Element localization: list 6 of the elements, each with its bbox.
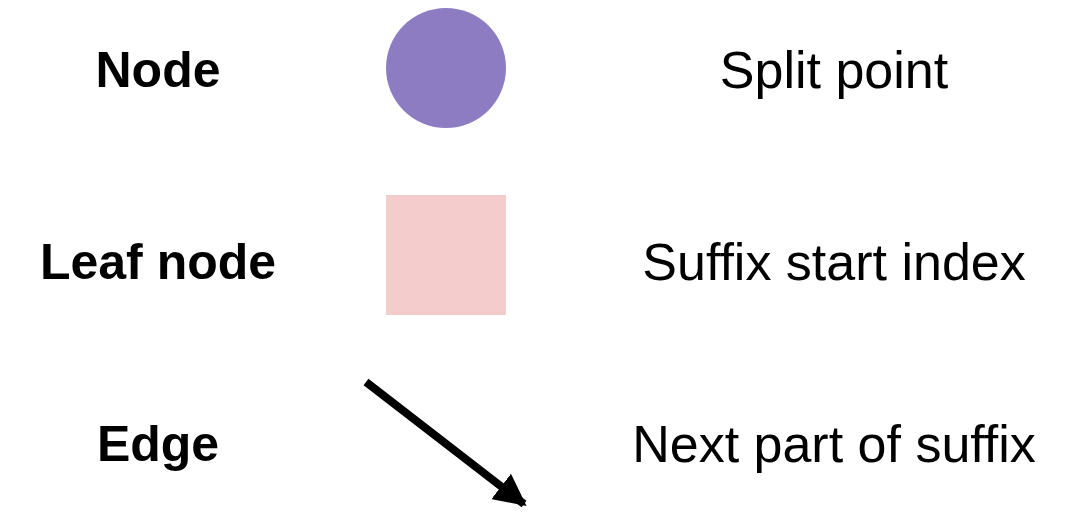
legend-label: Split point — [719, 40, 949, 100]
legend-heading: Leaf node — [39, 233, 277, 291]
legend-heading: Edge — [96, 415, 220, 473]
legend-label: Suffix start index — [642, 232, 1026, 292]
legend-label: Next part of suffix — [632, 414, 1036, 474]
legend-heading: Node — [95, 41, 221, 99]
